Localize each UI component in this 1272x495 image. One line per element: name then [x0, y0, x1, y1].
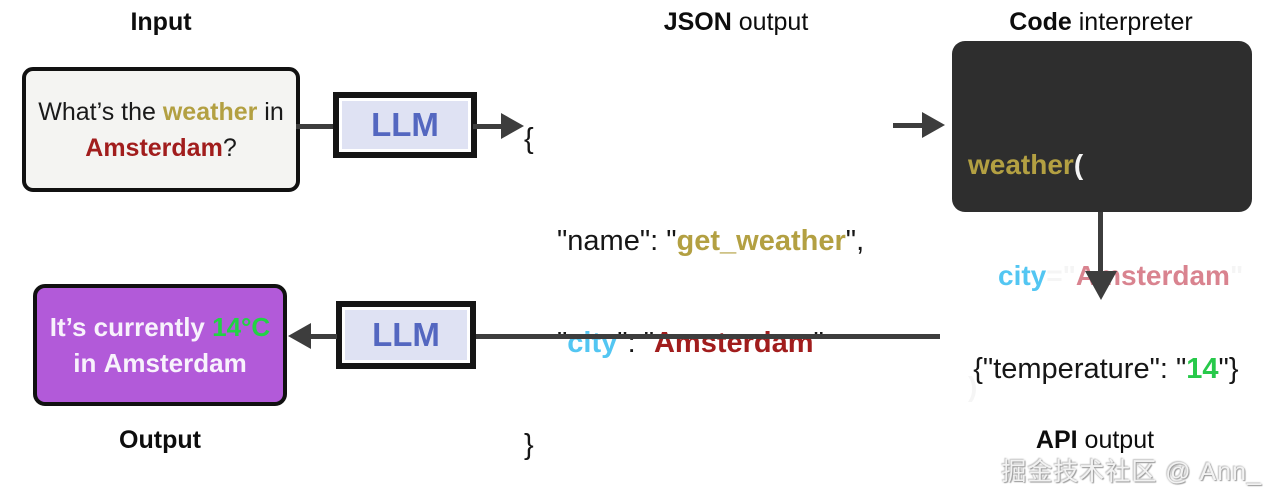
llm-label: LLM — [371, 106, 439, 143]
api-result-text: {"temperature": "14"} — [973, 353, 1239, 385]
output-title: Output — [119, 426, 201, 454]
json-output-code: { "name": "get_weather", "city": "Amster… — [524, 54, 864, 495]
input-box-text: What’s the weather in Amsterdam? — [38, 97, 284, 162]
llm-node-top: LLM — [333, 92, 477, 158]
json-brace-close: } — [524, 429, 534, 461]
llm-node-bottom: LLM — [336, 301, 476, 369]
arrow-llm-to-output-head — [288, 323, 311, 349]
arrow-code-to-api-line — [1098, 212, 1103, 272]
arrow-code-to-api-head — [1085, 271, 1117, 300]
api-output-title: API output — [1035, 426, 1155, 454]
arrow-api-to-llm-line — [474, 334, 940, 339]
llm-label: LLM — [372, 316, 440, 353]
watermark: 掘金技术社区 @ Ann_ — [1001, 458, 1262, 486]
arrow-llm-to-json-line — [473, 124, 502, 129]
code-line-close: ) — [968, 371, 978, 402]
code-interpreter-title: Code interpreter — [1009, 8, 1193, 36]
input-box: What’s the weather in Amsterdam? — [22, 67, 300, 192]
output-box-text: It’s currently 14°C in Amsterdam — [49, 312, 271, 378]
json-line-name: "name": "get_weather", — [557, 225, 865, 257]
input-title: Input — [130, 8, 192, 36]
code-interpreter-box: weather( city="Amsterdam" ) — [952, 41, 1252, 402]
arrow-json-to-code-head — [922, 112, 945, 138]
code-line-fn: weather( — [968, 149, 1084, 180]
json-brace-open: { — [524, 123, 534, 155]
arrow-json-to-code-line — [893, 123, 923, 128]
arrow-llm-to-output-line — [310, 334, 337, 339]
arrow-llm-to-json-head — [501, 113, 524, 139]
arrow-input-to-llm — [296, 124, 338, 129]
json-line-city: "city": "Amsterdam" — [557, 327, 824, 359]
json-output-title: JSON output — [663, 8, 809, 36]
output-box: It’s currently 14°C in Amsterdam — [33, 284, 287, 406]
